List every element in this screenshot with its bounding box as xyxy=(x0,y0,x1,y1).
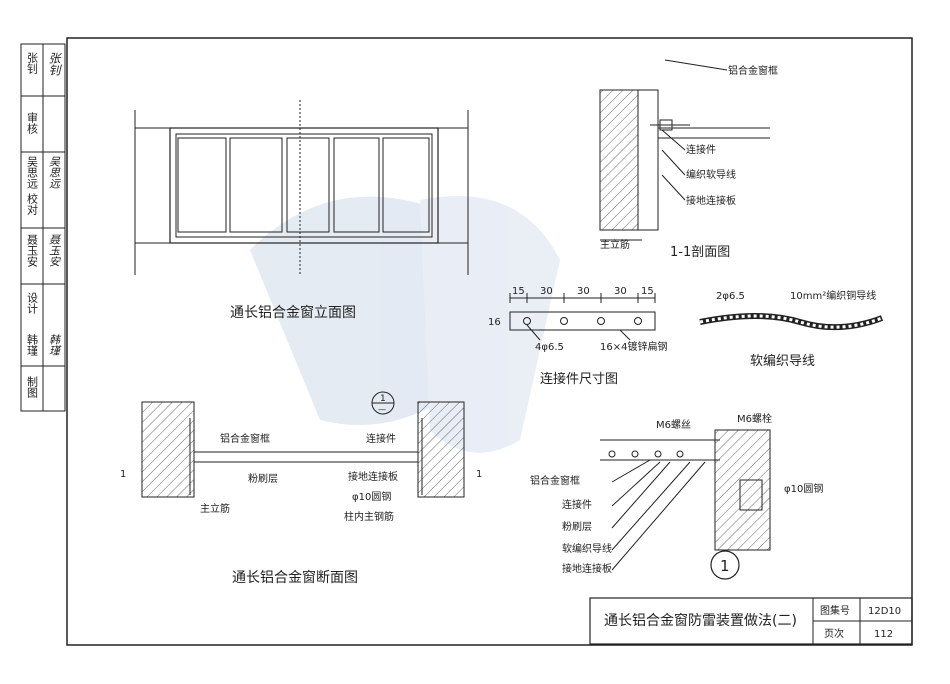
detail-number: 1 xyxy=(720,557,730,575)
braid-title: 软编织导线 xyxy=(750,354,815,369)
sig-check: 聂玉安 xyxy=(47,234,61,267)
detail-label-m6-screw: M6螺丝 xyxy=(656,419,691,431)
role-review: 审核 xyxy=(26,111,39,135)
detail-label-round: φ10圆钢 xyxy=(784,482,823,495)
elevation-title: 通长铝合金窗立面图 xyxy=(230,304,356,321)
plan-label-round: φ10圆钢 xyxy=(352,490,391,503)
role-check: 校对 xyxy=(26,192,39,215)
plan-section-mark-right: 1 xyxy=(476,469,482,480)
sig-design: 韩瑾 xyxy=(47,334,61,356)
dim-5: 15 xyxy=(641,286,654,297)
section-label-frame: 铝合金窗框 xyxy=(728,64,778,77)
sheet-border xyxy=(66,37,913,646)
braid-view: 2φ6.5 10mm²编织铜导线 软编织导线 xyxy=(699,289,884,369)
sig-review: 吴思远 xyxy=(48,156,61,189)
detail-label-connector: 连接件 xyxy=(562,498,592,511)
braid-hole: 2φ6.5 xyxy=(716,291,745,302)
section-label-plate: 接地连接板 xyxy=(686,194,736,207)
detail-label-braid: 软编织导线 xyxy=(562,542,612,555)
signature-sidebar: 张钊 张钊 审核 吴思远 吴思远 校对 聂玉安 聂玉安 设计 韩瑾 韩瑾 制图 xyxy=(20,43,66,412)
plan-title: 通长铝合金窗断面图 xyxy=(232,569,358,586)
dim-4: 30 xyxy=(614,286,627,297)
braid-spec: 10mm²编织铜导线 xyxy=(790,289,876,302)
name-review: 吴思远 xyxy=(26,156,39,189)
plan-label-plate: 接地连接板 xyxy=(348,470,398,483)
connector-title: 连接件尺寸图 xyxy=(540,371,618,387)
section-label-connector: 连接件 xyxy=(686,143,716,156)
section-label-rebar: 主立筋 xyxy=(600,238,630,251)
detail-label-plate: 接地连接板 xyxy=(562,562,612,575)
plan-detail-ref-top: 1 xyxy=(380,394,386,404)
detail-label-plaster: 粉刷层 xyxy=(562,520,592,533)
name-check: 聂玉安 xyxy=(26,234,39,268)
page-value: 112 xyxy=(874,629,893,640)
dim-1: 15 xyxy=(512,286,525,297)
role-draw: 制图 xyxy=(26,376,39,399)
connector-dim-view: 15 30 30 30 15 16 4φ6.5 16×4镀锌扁钢 连接件尺寸图 xyxy=(488,286,667,387)
detail-1-view: M6螺丝 M6螺栓 铝合金窗框 连接件 粉刷层 软编织导线 接地连接板 φ10圆… xyxy=(530,412,823,580)
plan-label-plaster: 粉刷层 xyxy=(248,472,278,485)
plan-label-frame: 铝合金窗框 xyxy=(220,432,270,445)
atlas-label: 图集号 xyxy=(820,604,850,617)
plan-label-column: 柱内主钢筋 xyxy=(344,510,394,523)
role-design-lead: 张钊 xyxy=(26,52,39,75)
plan-section-mark-left: 1 xyxy=(120,469,126,480)
dim-2: 30 xyxy=(540,286,553,297)
detail-label-m6-bolt: M6螺栓 xyxy=(737,412,772,425)
elevation-view: 通长铝合金窗立面图 xyxy=(134,100,469,321)
plan-detail-ref-bottom: — xyxy=(378,405,386,414)
sig-design-lead: 张钊 xyxy=(46,52,61,76)
dim-height: 16 xyxy=(488,317,501,328)
watermark-logo xyxy=(250,196,560,453)
page-label: 页次 xyxy=(824,627,844,640)
dim-3: 30 xyxy=(577,286,590,297)
role-design: 设计 xyxy=(26,292,39,315)
section-label-braid: 编织软导线 xyxy=(686,168,736,181)
plan-view: 铝合金窗框 连接件 粉刷层 接地连接板 φ10圆钢 柱内主钢筋 主立筋 1 1 … xyxy=(120,391,482,586)
atlas-value: 12D10 xyxy=(868,606,901,617)
name-design: 韩瑾 xyxy=(26,333,39,356)
section-title: 1-1剖面图 xyxy=(670,245,730,260)
title-block-title: 通长铝合金窗防雷装置做法(二) xyxy=(604,612,797,629)
plan-label-rebar: 主立筋 xyxy=(200,502,230,515)
plan-label-connector: 连接件 xyxy=(366,432,396,445)
connector-holes: 4φ6.5 xyxy=(535,342,564,353)
connector-steel: 16×4镀锌扁钢 xyxy=(600,340,667,353)
section-1-1: 铝合金窗框 连接件 编织软导线 接地连接板 主立筋 1-1剖面图 xyxy=(599,59,778,260)
title-block: 通长铝合金窗防雷装置做法(二) 图集号 12D10 页次 112 xyxy=(589,597,913,645)
detail-label-frame: 铝合金窗框 xyxy=(530,474,580,487)
